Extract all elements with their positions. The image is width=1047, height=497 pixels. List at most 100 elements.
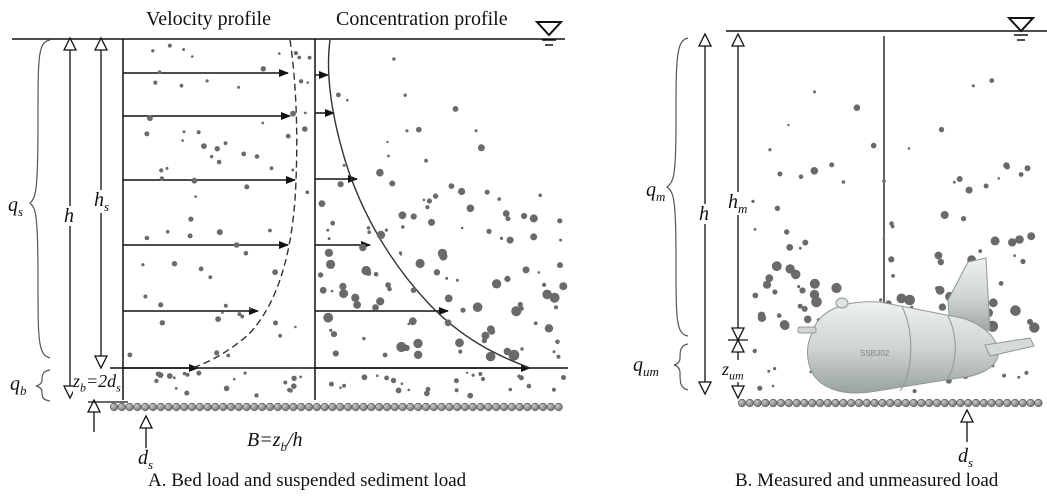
sediment-particle — [244, 184, 250, 190]
sediment-particle — [353, 301, 361, 309]
bed-bead — [1026, 398, 1035, 408]
sediment-particle — [829, 162, 835, 168]
sediment-sampler: SSB302 — [797, 257, 1035, 394]
bed-bead — [784, 398, 793, 408]
sediment-particle — [882, 179, 886, 183]
sediment-particle — [502, 210, 510, 217]
velocity-profile-title: Velocity profile — [146, 8, 271, 30]
sediment-particle — [196, 130, 201, 135]
sediment-particle — [790, 269, 801, 280]
sediment-particle — [1004, 164, 1010, 170]
bed-bead — [893, 398, 903, 408]
bed-bead — [815, 398, 825, 408]
sediment-particle — [366, 226, 371, 230]
sediment-particle — [153, 80, 158, 85]
sediment-particle — [240, 314, 245, 319]
sediment-particle — [376, 168, 384, 177]
sediment-particle — [506, 236, 514, 244]
sediment-particle — [359, 243, 367, 252]
sediment-particle — [172, 376, 176, 380]
sediment-particle — [934, 251, 943, 260]
sediment-particle — [332, 350, 339, 357]
sediment-particle — [810, 167, 819, 175]
sediment-particle — [938, 126, 945, 133]
sediment-particle — [458, 349, 463, 354]
sediment-particle — [777, 171, 783, 177]
bed-bead — [429, 402, 438, 412]
sediment-particle — [983, 183, 989, 189]
bed-bead — [320, 402, 329, 412]
sediment-particle — [474, 129, 478, 133]
sediment-particle — [455, 338, 464, 348]
sediment-particle — [303, 111, 307, 115]
sediment-particle — [166, 373, 173, 379]
caption-b: B. Measured and unmeasured load — [735, 470, 999, 491]
sediment-particle — [1020, 258, 1026, 265]
bed-bead — [901, 398, 910, 408]
brace-qs — [29, 39, 51, 359]
sediment-particle — [290, 110, 296, 117]
sediment-particle — [477, 144, 485, 152]
bed-bead — [995, 398, 1004, 408]
sediment-particle — [261, 121, 265, 125]
sediment-particle — [398, 251, 402, 255]
sediment-particle — [297, 55, 302, 60]
bed-bead — [476, 402, 485, 412]
sediment-particle — [210, 154, 214, 159]
bed-bead — [925, 398, 934, 408]
bed-bead — [375, 402, 384, 412]
sediment-particle — [305, 190, 310, 194]
sediment-particle — [185, 372, 190, 377]
sediment-particle — [784, 229, 790, 235]
label-qm: qm — [646, 179, 666, 204]
sediment-particle — [214, 146, 220, 152]
sediment-particle — [937, 258, 944, 266]
sediment-particle — [291, 375, 297, 381]
sediment-particle — [989, 78, 995, 83]
sediment-particle — [460, 307, 466, 313]
sediment-particle — [956, 176, 963, 182]
sediment-particle — [508, 387, 513, 392]
sediment-particle — [455, 278, 459, 282]
sediment-particle — [787, 123, 790, 127]
bed-bead — [940, 398, 949, 408]
sediment-particle — [291, 383, 297, 390]
sediment-particle — [179, 83, 184, 88]
sediment-particle — [299, 375, 302, 379]
sediment-particle — [191, 177, 198, 184]
velocity-profile-curve — [191, 39, 298, 369]
sediment-particle — [288, 388, 293, 393]
sediment-particle — [291, 168, 295, 172]
sediment-particle — [389, 180, 396, 187]
sediment-particle — [904, 294, 915, 306]
sediment-particle — [799, 287, 806, 294]
sediment-particle — [424, 390, 430, 397]
sediment-particle — [337, 181, 344, 188]
sediment-particle — [416, 126, 422, 133]
sediment-particle — [425, 386, 431, 392]
sediment-particle — [367, 230, 372, 234]
bed-bead — [847, 398, 856, 408]
sediment-particle — [454, 388, 459, 393]
sediment-particle — [522, 266, 530, 274]
sediment-particle — [888, 256, 895, 263]
sediment-particle — [243, 371, 247, 375]
sediment-particle — [452, 106, 459, 112]
sediment-particle — [432, 193, 439, 199]
label-qum: qum — [633, 354, 659, 379]
bed-bead — [831, 398, 840, 408]
sediment-particle — [458, 187, 466, 196]
sediment-particle — [415, 258, 425, 269]
sediment-particle — [376, 297, 385, 306]
sediment-particle — [326, 228, 330, 232]
sediment-particle — [187, 233, 193, 239]
sediment-particle — [511, 306, 522, 317]
sediment-particle — [362, 336, 366, 341]
sediment-particle — [559, 238, 563, 242]
concentration-profile-title: Concentration profile — [336, 8, 508, 30]
bed-bead — [125, 402, 134, 412]
sediment-particle — [410, 213, 417, 220]
sediment-particle — [269, 166, 274, 171]
sediment-particle — [216, 229, 223, 236]
